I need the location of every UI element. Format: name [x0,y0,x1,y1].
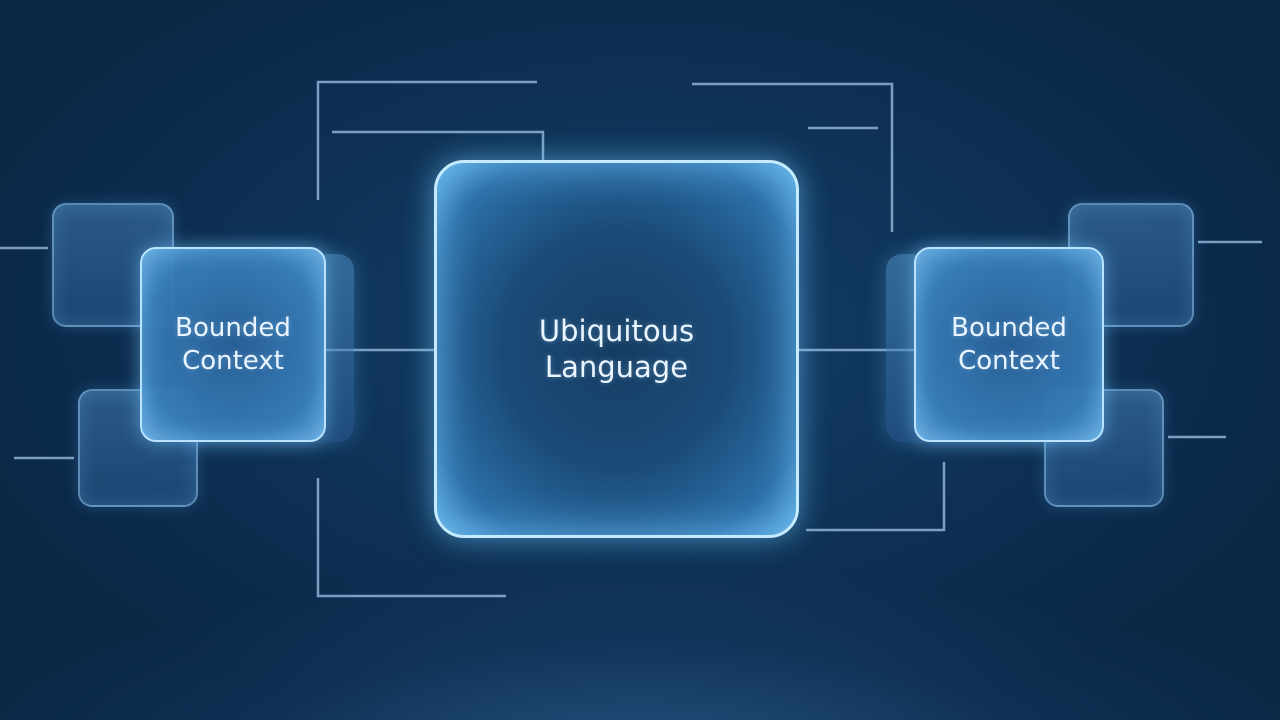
connector-line-bottom-right [806,462,946,532]
connector-line-top-left-inner [332,130,545,160]
bounded-context-left-label: Bounded Context [175,312,291,376]
bounded-context-right: Bounded Context [914,247,1104,442]
bounded-context-right-label: Bounded Context [951,312,1067,376]
ubiquitous-language-box: Ubiquitous Language [434,160,799,538]
connector-line-bottom-left [316,478,506,598]
connector-line-top-left [316,80,537,200]
connector-line-top-right [692,82,894,232]
bounded-context-left: Bounded Context [140,247,326,442]
ubiquitous-language-label: Ubiquitous Language [538,314,695,384]
